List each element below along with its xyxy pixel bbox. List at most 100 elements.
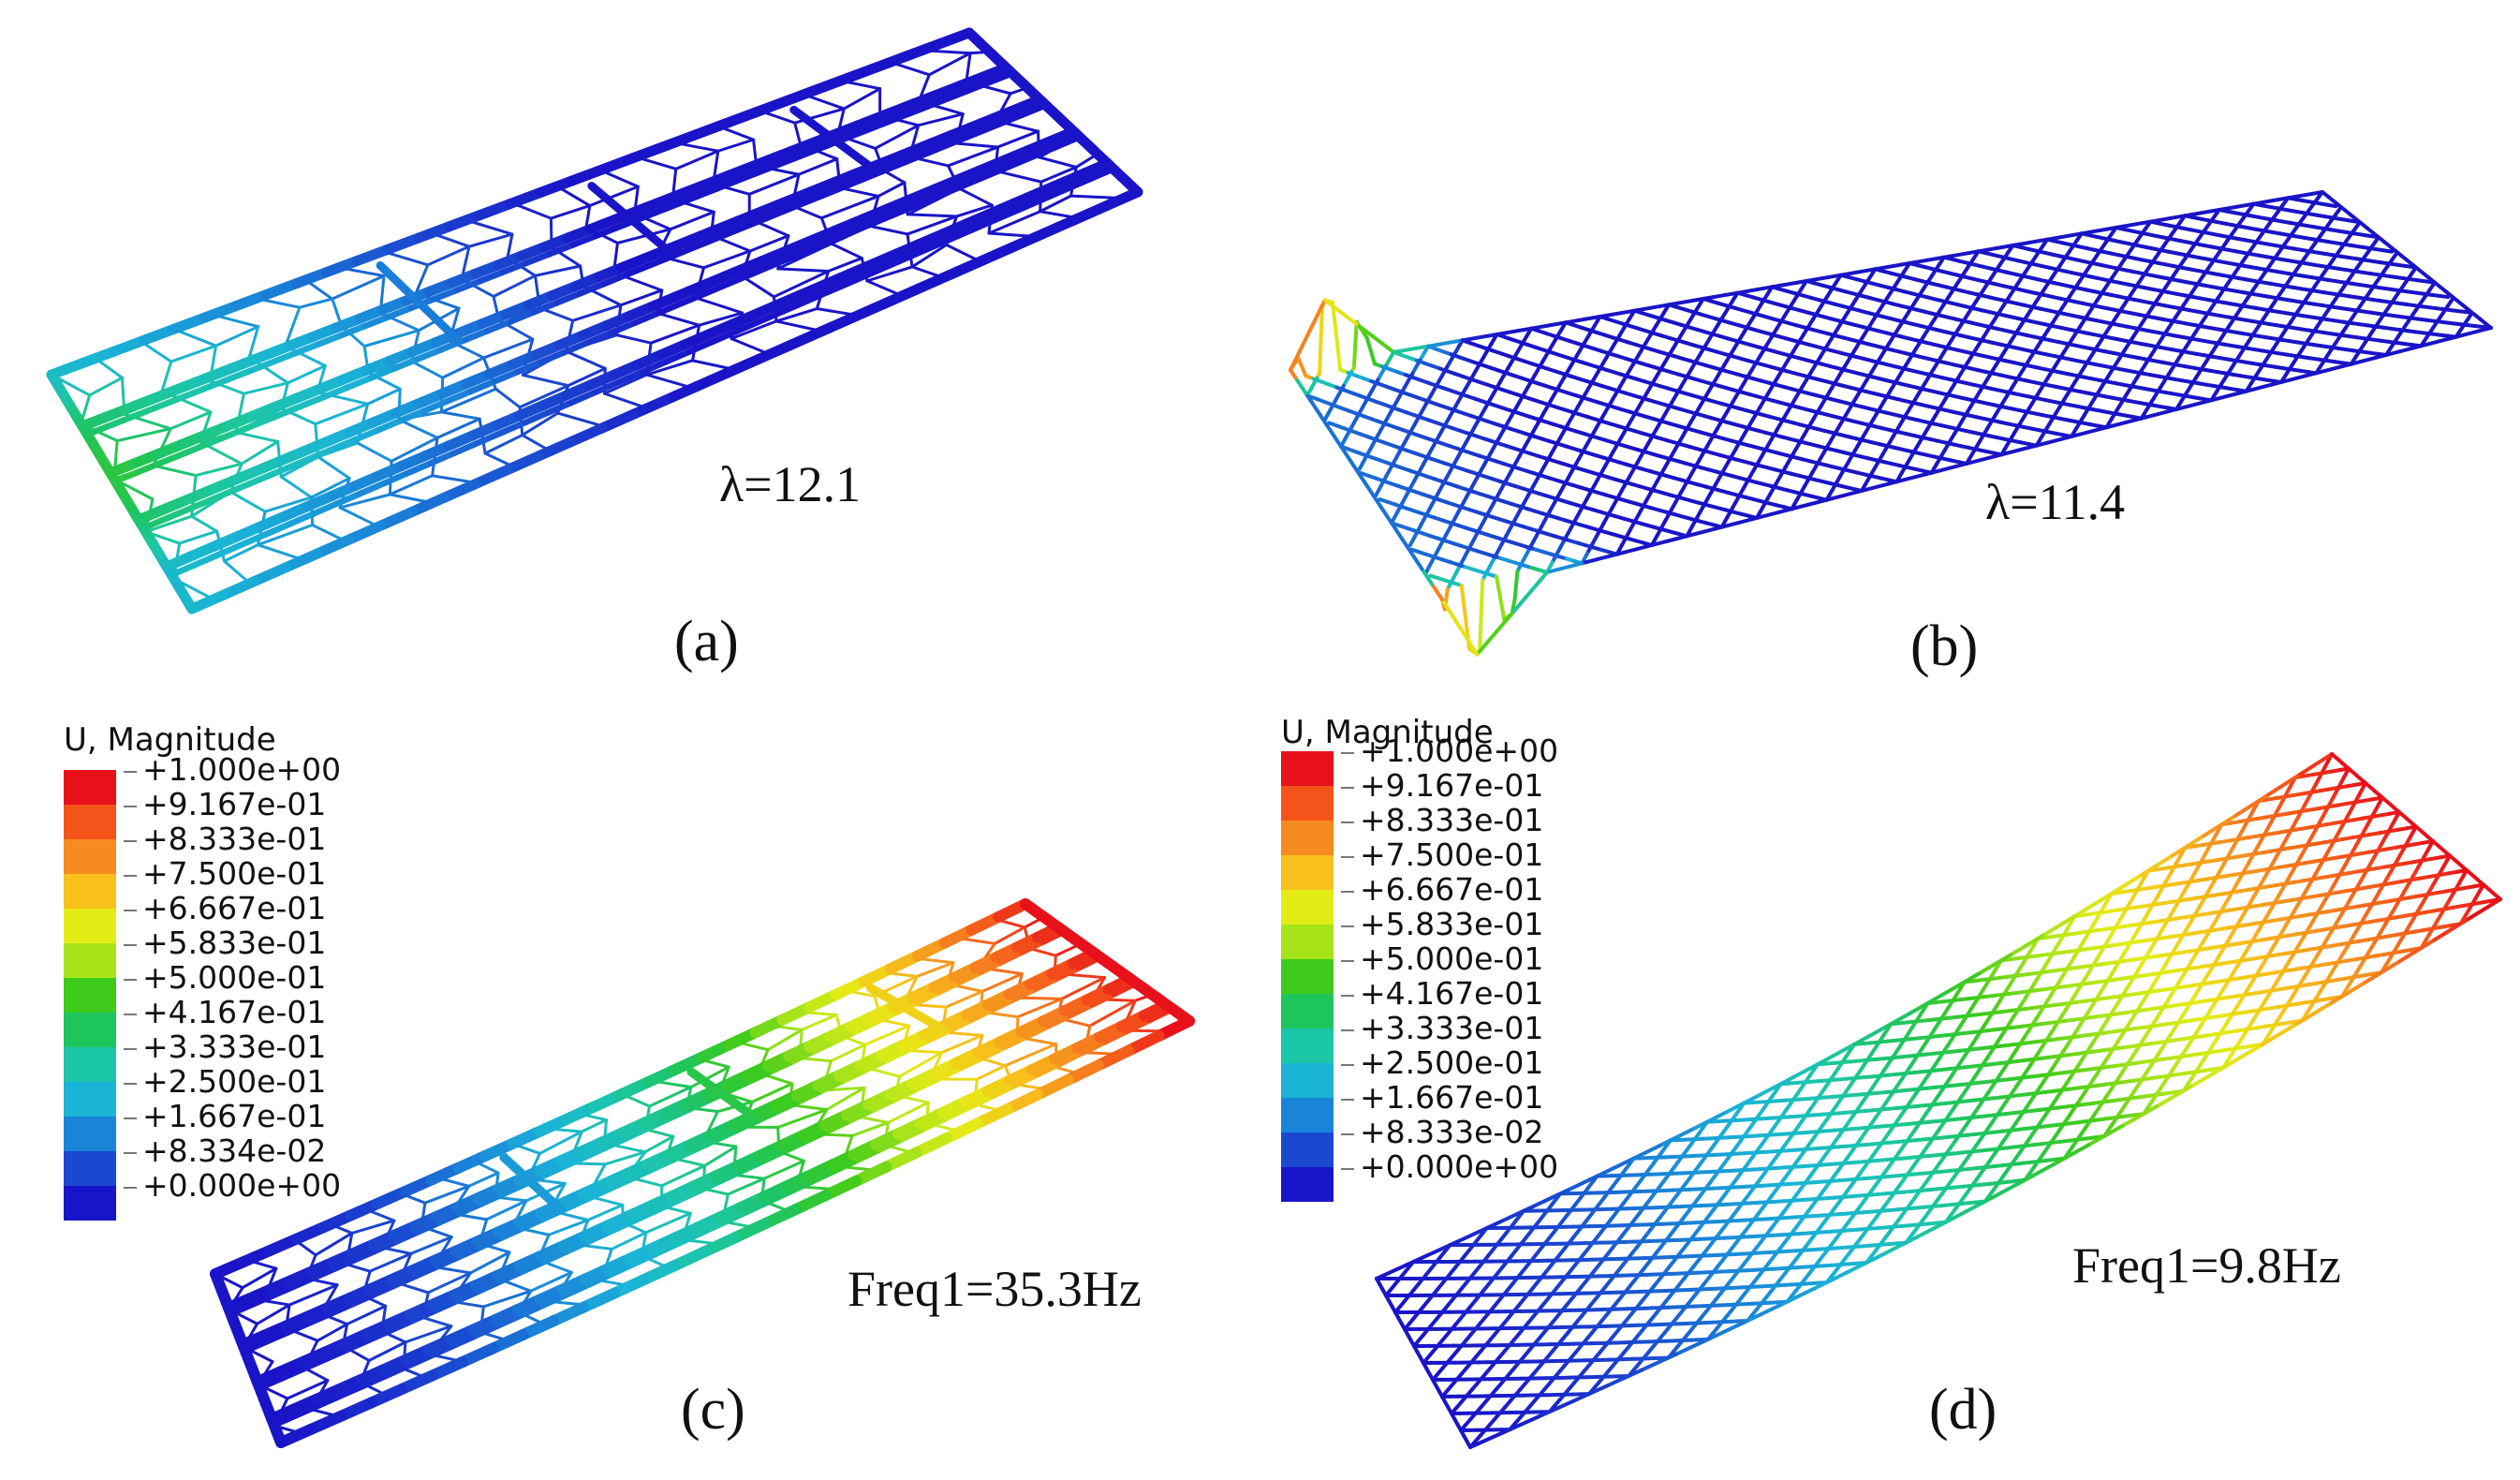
plate-edge (566, 164, 608, 186)
stiffener-rib (865, 212, 896, 229)
stiffener-rib (538, 348, 568, 365)
stiffener-rib (1019, 938, 1047, 955)
honeycomb-cell-wall (529, 1270, 573, 1293)
honeycomb-cell-wall (793, 121, 803, 146)
grid-border (1650, 534, 1689, 547)
honeycomb-cell-wall (263, 496, 314, 513)
stiffener-rib (568, 389, 599, 406)
grid-border (2217, 201, 2256, 212)
stiffener-rib (840, 1066, 869, 1084)
honeycomb-cell-wall (390, 436, 439, 463)
honeycomb-cell-wall (747, 172, 801, 196)
plate-edge (903, 38, 944, 61)
honeycomb-cell-wall (1088, 999, 1137, 1028)
stiffener-rib (810, 186, 840, 202)
grid-border (1289, 368, 1298, 380)
stiffener-rib (539, 1162, 567, 1179)
stiffener-rib (852, 1017, 880, 1035)
stiffener-rib (647, 1156, 676, 1174)
stiffener-rib (210, 485, 241, 502)
grid-border (1770, 279, 1808, 289)
stiffener-rib (995, 111, 1026, 127)
honeycomb-cell-wall (906, 215, 959, 236)
plate-edge (1069, 200, 1112, 226)
grid-border (1322, 298, 1362, 329)
stiffener-rib (810, 1037, 839, 1055)
stiffener-rib (936, 978, 964, 996)
grid-border (2104, 416, 2144, 430)
plate-edge (943, 256, 986, 281)
honeycomb-cell-wall (426, 1271, 472, 1295)
stiffener-rib (992, 206, 1023, 223)
honeycomb-cell-wall (115, 427, 172, 443)
plate-edge (376, 506, 419, 531)
grid-border (2384, 344, 2424, 357)
honeycomb-cell-wall (586, 1203, 625, 1221)
stiffener-rib (500, 259, 530, 275)
plate-edge (474, 199, 516, 221)
honeycomb-cell-wall (776, 1108, 829, 1130)
honeycomb-cell-wall (298, 297, 334, 309)
honeycomb-cell-wall (367, 1340, 407, 1362)
honeycomb-cell-wall (615, 333, 653, 345)
honeycomb-cell-wall (286, 363, 327, 385)
stiffener-rib (158, 450, 189, 466)
plate-edge (470, 465, 513, 489)
honeycomb-cell-wall (762, 1159, 805, 1180)
grid-border (1838, 267, 1878, 277)
honeycomb-cell-wall (316, 1323, 349, 1342)
honeycomb-cell-wall (602, 373, 649, 395)
honeycomb-cell-wall (439, 410, 481, 421)
honeycomb-cell-wall (954, 141, 1000, 149)
stiffener-rib (338, 322, 368, 339)
stiffener-rib (664, 1105, 693, 1122)
honeycomb-cell-wall (256, 1303, 291, 1325)
honeycomb-cell-wall (234, 431, 280, 443)
stiffener-rib (870, 115, 900, 131)
grid-border (2314, 362, 2353, 376)
plate-edge (841, 62, 883, 84)
grid-rib (2459, 309, 2472, 315)
stiffener-rib (477, 1234, 506, 1251)
grid-rib (2325, 202, 2338, 209)
grid-border (1460, 333, 1499, 343)
stiffener-rib (305, 1310, 334, 1326)
honeycomb-cell-wall (965, 52, 972, 83)
honeycomb-cell-wall (494, 387, 522, 409)
honeycomb-cell-wall (702, 249, 752, 270)
honeycomb-cell-wall (242, 381, 289, 395)
honeycomb-cell-wall (610, 1231, 648, 1251)
panel-a-eigenvalue: λ=12.1 (719, 456, 862, 512)
honeycomb-cell-wall (645, 359, 695, 377)
honeycomb-cell-wall (863, 1024, 911, 1046)
honeycomb-cell-wall (874, 124, 921, 150)
stiffener-rib (581, 1144, 610, 1161)
grid-border (1614, 543, 1654, 556)
stiffener-rib (546, 242, 577, 258)
grid-rib (2381, 248, 2395, 254)
stiffener-rib (309, 500, 340, 518)
honeycomb-cell-wall (915, 961, 955, 978)
stiffener-rib (959, 172, 990, 189)
honeycomb-cell-wall (310, 477, 351, 499)
grid-border (2070, 425, 2109, 438)
stiffener-rib (626, 1166, 656, 1183)
plate-edge (933, 27, 975, 50)
honeycomb-cell-wall (980, 972, 1024, 993)
plate-edge (77, 347, 118, 369)
plate-edge (533, 437, 576, 462)
stiffener-rib (912, 192, 943, 209)
stiffener-rib (373, 1237, 401, 1254)
grid-border (2174, 398, 2214, 411)
stiffener-rib (498, 1224, 527, 1241)
plate-edge (1038, 215, 1081, 239)
plate-edge (811, 73, 852, 96)
grid-border (2183, 208, 2221, 218)
grid-border (1495, 326, 1534, 336)
stiffener-rib (315, 332, 346, 348)
honeycomb-cell-wall (338, 506, 380, 528)
panel-c-mesh (210, 898, 1195, 1448)
stiffener-rib (916, 96, 947, 113)
stiffener-rib (643, 1115, 672, 1132)
plate-edge (786, 325, 828, 350)
